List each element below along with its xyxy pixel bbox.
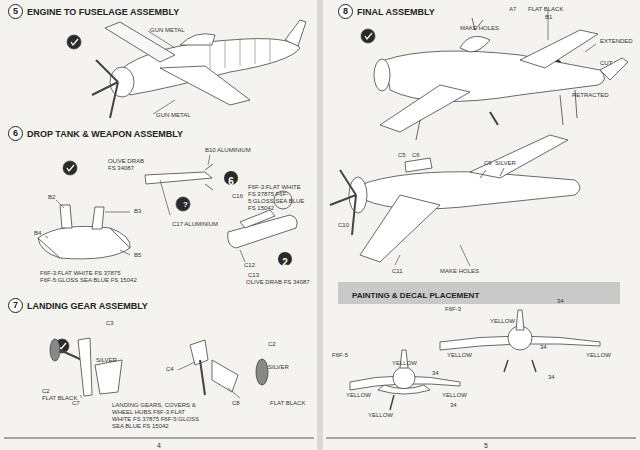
part-number: C13 [248,272,259,279]
part-number: C3 [106,320,114,327]
part-number: C2 [42,388,50,395]
step-title: LANDING GEAR ASSEMBLY [27,301,148,311]
part-number: A7 [509,6,516,13]
step-number: 8 [338,4,353,19]
paint-note: MAKE HOLES [460,25,499,32]
paint-note: 4 [157,442,161,449]
callout-circle: 2 [278,252,292,266]
part-number: B2 [48,194,55,201]
part-number: C6 [412,152,420,159]
part-number: C10 [338,222,349,229]
step-number: 7 [8,298,23,313]
section-band: PAINTING & DECAL PLACEMENT [338,282,620,304]
paint-note: F6F-5 [332,352,348,359]
paint-note: F6F-5:GLOSS SEA BLUE FS 15042 [40,277,137,284]
step-heading: 7 LANDING GEAR ASSEMBLY [8,298,148,313]
paint-note: YELLOW [346,392,371,399]
part-number: C16 [232,193,243,200]
part-number: B5 [134,252,141,259]
part-number: B1 [545,14,552,21]
paint-note: RETRACTED [572,92,609,99]
paint-note: SILVER [96,357,117,364]
step-title: ENGINE TO FUSELAGE ASSEMBLY [27,7,179,17]
part-number: C5 [398,152,406,159]
part-number: C9 [484,160,492,167]
paint-note: EXTENDED [600,38,633,45]
step-heading: 6 DROP TANK & WEAPON ASSEMBLY [8,126,183,141]
step-title: FINAL ASSEMBLY [357,7,435,17]
step-heading: 5 ENGINE TO FUSELAGE ASSEMBLY [8,4,179,19]
question-icon: ? [552,62,563,71]
paint-note: B10 ALUMINIUM [205,147,251,154]
paint-note: YELLOW [442,392,467,399]
paint-note: GUN METAL [150,27,185,34]
callout-number: 2 [282,257,288,268]
paint-note: GUN METAL [156,112,191,119]
paint-note: YELLOW [392,360,417,367]
paint-note: YELLOW [368,412,393,419]
part-number: B3 [134,208,141,215]
paint-note: SILVER [268,364,289,371]
step-heading: 8 FINAL ASSEMBLY [338,4,435,19]
part-number: B4 [34,230,41,237]
part-number: C11 [392,268,403,275]
paint-note: LANDING GEARS, COVERS & WHEEL HUBS F6F-3… [112,402,202,430]
paint-note: 34 [557,298,564,305]
paint-note: 34 [432,370,439,377]
paint-note: 34 [548,374,555,381]
paint-note: FLAT BLACK [528,6,563,13]
paint-note: CUT [600,60,612,67]
part-number: C8 [232,400,240,407]
callout-circle: 6 [224,171,238,185]
paint-note: YELLOW [447,352,472,359]
paint-note: YELLOW [490,318,515,325]
paint-note: 34 [540,344,547,351]
step-title: DROP TANK & WEAPON ASSEMBLY [27,129,183,139]
question-icon: ? [180,200,191,209]
paint-note: C17 ALUMINIUM [172,221,218,228]
paint-note: F6F-3:FLAT WHITE FS 37875 F6F-5:GLOSS SE… [248,184,308,212]
paint-note: YELLOW [586,352,611,359]
step-number: 6 [8,126,23,141]
paint-note: MAKE HOLES [440,268,479,275]
part-number: C7 [72,400,80,407]
paint-note: F6F-3 [445,306,461,313]
paint-note: FLAT BLACK [270,400,305,407]
paint-note: OLIVE DRAB FS 34087 [246,279,310,286]
part-number: C4 [166,366,174,373]
paint-note: 5 [484,442,488,449]
paint-note: 34 [450,402,457,409]
part-number: C2 [268,341,276,348]
step-title: PAINTING & DECAL PLACEMENT [352,291,479,300]
paint-note: F6F-3:FLAT WHITE FS 37875 [40,270,120,277]
step-number: 5 [8,4,23,19]
paint-note: OLIVE DRAB FS 34087 [108,158,150,172]
callout-number: 6 [228,176,234,187]
part-number: C12 [244,262,255,269]
paint-note: SILVER [495,160,516,167]
